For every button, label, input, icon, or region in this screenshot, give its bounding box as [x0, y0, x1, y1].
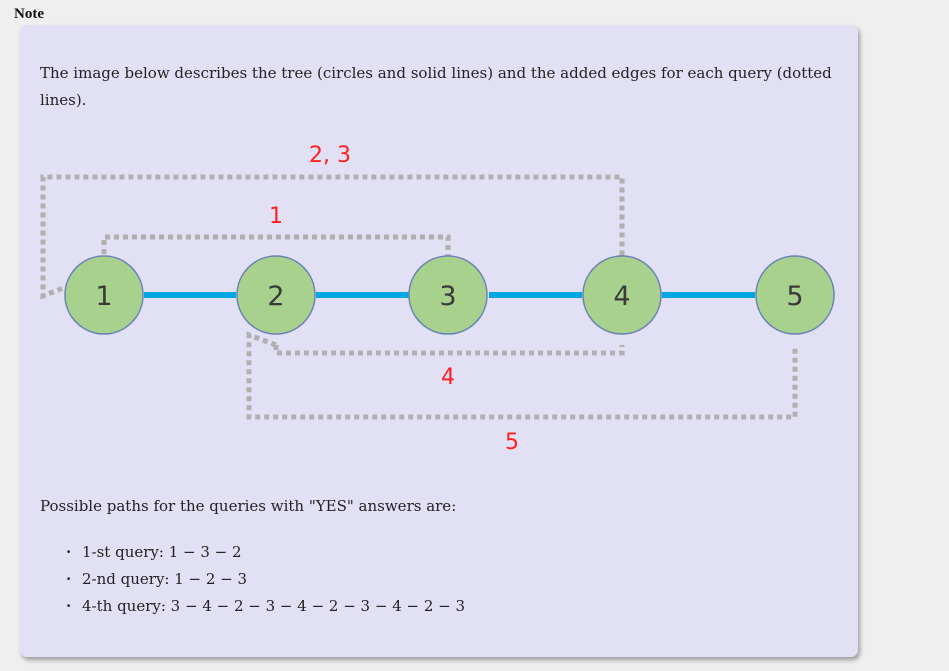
query-label-2-3: 2, 3: [309, 143, 351, 168]
node-label-5: 5: [786, 281, 803, 312]
query-label-5: 5: [505, 430, 519, 455]
node-3: [408, 255, 488, 335]
intro-text: The image below describes the tree (circ…: [40, 64, 832, 109]
query-label-1: 1: [269, 204, 283, 229]
node-2: [236, 255, 316, 335]
query-path-list: 1-st query: 1 − 3 − 2 2-nd query: 1 − 2 …: [66, 539, 465, 620]
query-edge-1: [101, 234, 451, 272]
node-label-3: 3: [439, 281, 456, 312]
node-1: [64, 255, 144, 335]
list-item: 4-th query: 3 − 4 − 2 − 3 − 4 − 2 − 3 − …: [66, 593, 465, 620]
query-edge-2-3: [40, 174, 625, 300]
query-label-4: 4: [441, 365, 455, 390]
node-label-1: 1: [95, 281, 112, 312]
tree-figure: 1 2 3 4 5 2, 3 1 4 5: [40, 143, 835, 455]
paths-intro: Possible paths for the queries with "YES…: [40, 497, 457, 515]
section-title: Note: [14, 6, 44, 22]
list-item: 2-nd query: 1 − 2 − 3: [66, 566, 465, 593]
query-edge-4: [273, 345, 625, 356]
node-4: [582, 255, 662, 335]
list-item: 1-st query: 1 − 3 − 2: [66, 539, 465, 566]
query-edge-5: [246, 331, 798, 420]
node-label-2: 2: [267, 281, 284, 312]
node-label-4: 4: [613, 281, 630, 312]
node-5: [755, 255, 835, 335]
